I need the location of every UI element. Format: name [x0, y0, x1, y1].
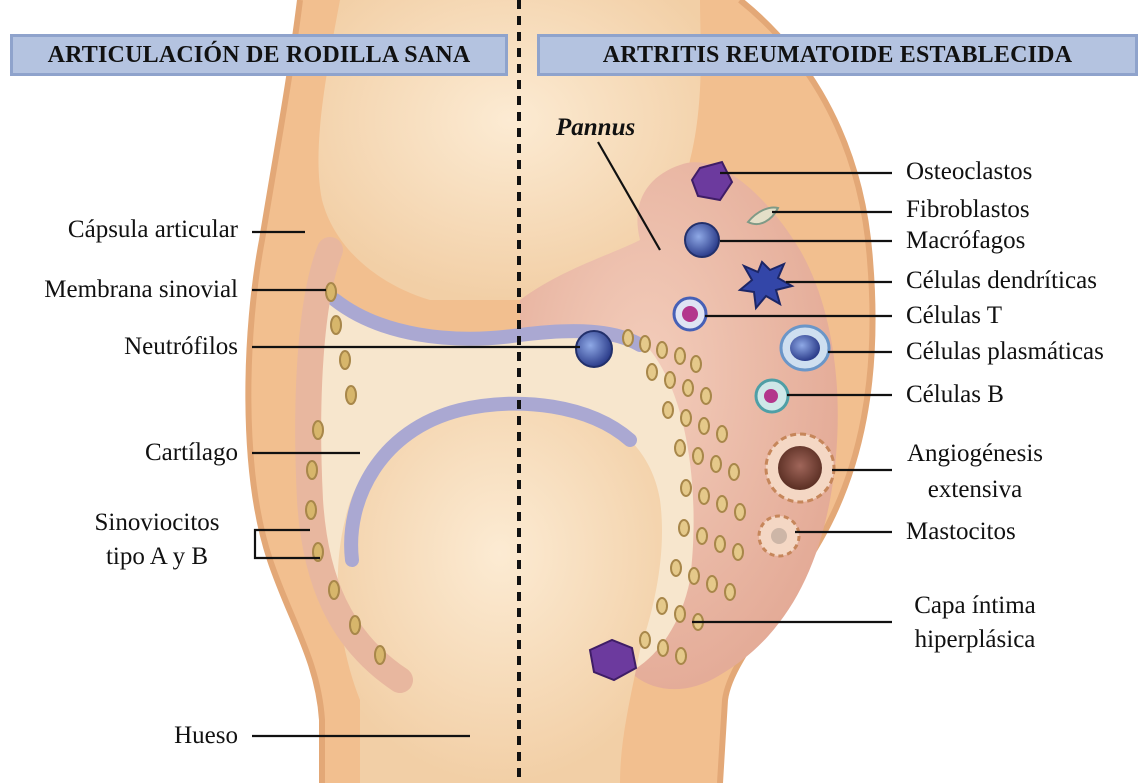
label-pannus: Pannus: [556, 114, 635, 142]
label-angiogenesis-line2: extensiva: [900, 474, 1050, 505]
label-celulas-b: Células B: [906, 379, 1004, 410]
macrophage-cell: [685, 223, 719, 257]
label-celulas-plasmaticas: Células plasmáticas: [906, 336, 1104, 367]
blood-vessel-lumen: [778, 446, 822, 490]
label-mastocitos: Mastocitos: [906, 516, 1016, 547]
header-healthy-knee: ARTICULACIÓN DE RODILLA SANA: [10, 34, 508, 76]
label-hueso: Hueso: [174, 720, 238, 751]
neutrophil-cell: [576, 331, 612, 367]
label-angiogenesis-line1: Angiogénesis: [900, 438, 1050, 469]
label-osteoclastos: Osteoclastos: [906, 156, 1032, 187]
label-capa-intima-line2: hiperplásica: [900, 624, 1050, 655]
label-macrofagos: Macrófagos: [906, 225, 1025, 256]
label-cartilago: Cartílago: [145, 437, 238, 468]
label-capsula-articular: Cápsula articular: [68, 214, 238, 245]
label-celulas-dendriticas: Células dendríticas: [906, 265, 1097, 296]
label-capa-intima-line1: Capa íntima: [900, 590, 1050, 621]
label-neutrofilos: Neutrófilos: [124, 331, 238, 362]
header-rheumatoid-arthritis: ARTRITIS REUMATOIDE ESTABLECIDA: [537, 34, 1138, 76]
label-membrana-sinovial: Membrana sinovial: [44, 274, 238, 305]
label-sinoviocitos-line1: Sinoviocitos: [82, 507, 232, 538]
label-sinoviocitos-line2: tipo A y B: [82, 541, 232, 572]
label-fibroblastos: Fibroblastos: [906, 194, 1030, 225]
label-celulas-t: Células T: [906, 300, 1002, 331]
